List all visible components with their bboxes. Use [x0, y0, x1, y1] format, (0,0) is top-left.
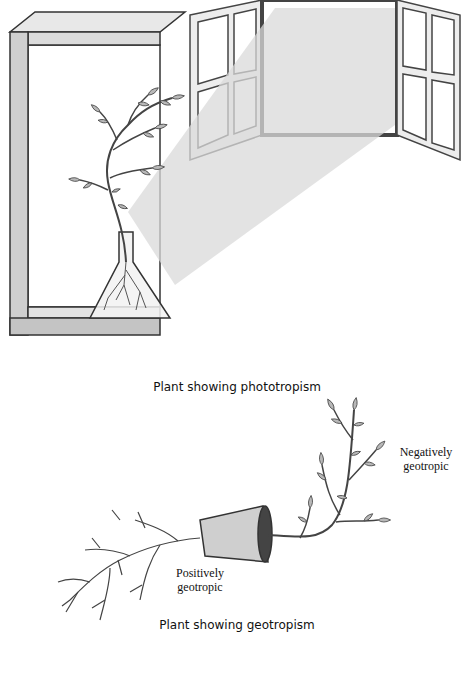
root	[135, 520, 178, 541]
cabinet-shelf	[10, 318, 160, 335]
branch	[322, 465, 340, 515]
cabinet-top	[10, 12, 185, 32]
light-beam	[128, 8, 395, 285]
leaf	[139, 168, 151, 176]
pane-glass	[432, 80, 454, 150]
part-label: Negatively geotropic	[385, 445, 467, 474]
leaf	[354, 422, 364, 427]
leaves	[69, 86, 391, 523]
leaf	[117, 203, 128, 209]
leaf	[350, 450, 361, 456]
leaf	[331, 417, 343, 424]
leaf	[364, 461, 376, 467]
root	[58, 579, 90, 582]
branch	[100, 112, 117, 140]
leaf	[147, 86, 160, 97]
pot	[200, 506, 272, 562]
root	[140, 545, 160, 600]
leaf	[316, 471, 327, 481]
leaf	[297, 516, 307, 524]
leaf	[378, 518, 391, 522]
leaf	[319, 452, 324, 465]
branch	[80, 180, 108, 190]
caption: Plant showing geotropism	[87, 618, 387, 632]
leaf	[352, 397, 358, 410]
plant	[268, 410, 378, 538]
branch	[110, 168, 152, 178]
stem	[268, 410, 354, 537]
pane-glass	[432, 15, 454, 75]
window-right-pane	[397, 0, 460, 160]
leaf	[308, 495, 313, 508]
leaf	[138, 101, 150, 107]
stem	[107, 98, 172, 262]
leaf	[152, 165, 165, 170]
flask-glass	[90, 232, 170, 318]
root	[85, 549, 130, 556]
leaf	[82, 182, 92, 190]
plant	[80, 95, 172, 262]
branch	[336, 520, 378, 522]
root	[100, 568, 110, 620]
leaf	[375, 440, 387, 452]
branch	[113, 128, 155, 150]
leaf	[337, 495, 347, 500]
flask	[90, 232, 170, 318]
leaf	[172, 94, 185, 100]
cabinet-back	[28, 45, 160, 307]
leaf	[69, 177, 81, 182]
roots	[58, 510, 200, 620]
branch	[334, 410, 353, 440]
leaf	[112, 188, 121, 194]
cabinet-side	[10, 32, 28, 335]
caption: Plant showing phototropism	[87, 380, 387, 394]
pane-glass	[198, 15, 228, 84]
leaf	[326, 398, 336, 411]
leaf	[154, 123, 167, 130]
pot-soil	[258, 506, 272, 562]
leaf	[159, 99, 171, 106]
leaf	[90, 103, 101, 113]
pane-glass	[403, 8, 426, 70]
branch	[128, 95, 148, 125]
pane-glass	[403, 74, 426, 140]
cabinet-top-board	[28, 32, 160, 45]
branch	[349, 450, 376, 480]
branch	[300, 508, 310, 538]
leaf	[142, 131, 154, 138]
leaf	[363, 512, 374, 522]
part-label: Positively geotropic	[160, 566, 240, 595]
roots	[104, 262, 146, 310]
leaf	[98, 119, 108, 124]
rootlet	[62, 510, 145, 612]
